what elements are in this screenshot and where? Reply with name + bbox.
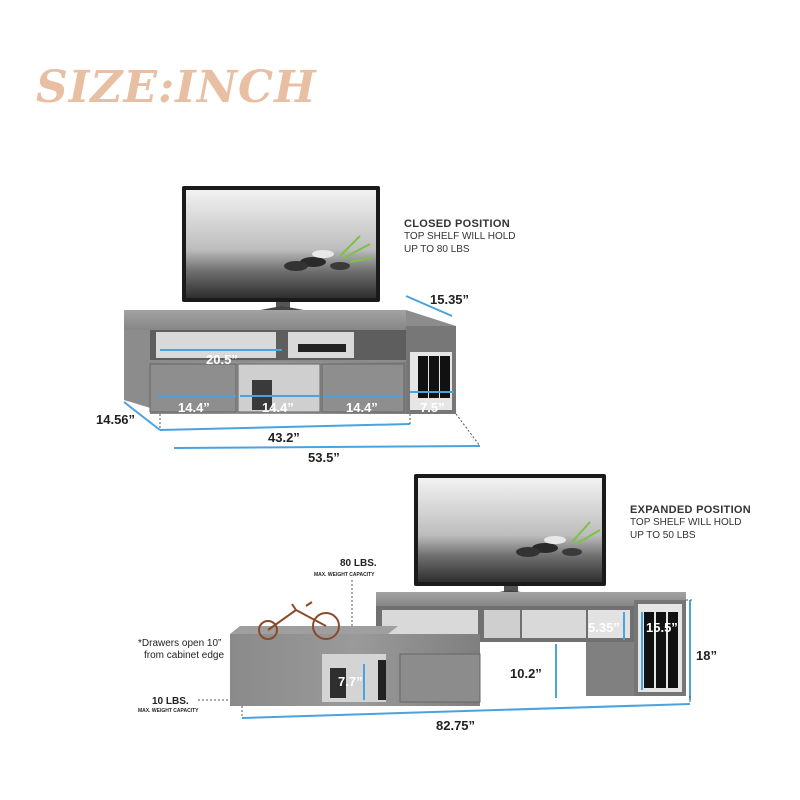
closed-position-line1: TOP SHELF WILL HOLD (404, 231, 516, 242)
expanded-dim-shelf-h2: 15.5” (646, 620, 678, 635)
weight-top-sub: MAX. WEIGHT CAPACITY (314, 572, 375, 578)
closed-position-note: CLOSED POSITION TOP SHELF WILL HOLD UP T… (404, 218, 516, 256)
weight-low-label: 10 LBS. (152, 696, 189, 707)
expanded-position-line2: UP TO 50 LBS (630, 530, 696, 541)
expanded-position-heading: EXPANDED POSITION (630, 504, 752, 516)
size-unit-title: SIZE:INCH (36, 62, 317, 113)
closed-dimension-lines (123, 295, 481, 449)
closed-position-line2: UP TO 80 LBS (404, 244, 470, 255)
closed-dim-drawer-2: 14.4” (262, 400, 294, 415)
expanded-dim-total-height: 18” (696, 648, 717, 663)
closed-dim-depth-top: 15.35” (430, 292, 469, 307)
expanded-dim-total-width: 82.75” (436, 718, 475, 733)
closed-dim-drawer-3: 14.4” (346, 400, 378, 415)
expanded-dim-shelf-h1: 5.35” (588, 620, 620, 635)
weight-low-sub: MAX. WEIGHT CAPACITY (138, 708, 199, 714)
closed-tv (182, 186, 380, 320)
closed-dim-drawer-1: 14.4” (178, 400, 210, 415)
closed-dim-inner-width: 43.2” (268, 430, 300, 445)
expanded-guide-lines (198, 580, 694, 718)
closed-tv-stand (124, 310, 456, 414)
expanded-tv-stand (230, 592, 686, 706)
closed-guide-lines (159, 413, 481, 447)
drawer-note-line2: from cabinet edge (144, 650, 224, 661)
expanded-position-line1: TOP SHELF WILL HOLD (630, 517, 742, 528)
closed-dim-shelf-width: 20.5” (206, 352, 238, 367)
weight-top-label: 80 LBS. (340, 558, 377, 569)
closed-dim-side-shelf: 7.5” (420, 400, 445, 415)
expanded-tv (414, 474, 606, 604)
expanded-dim-cubby-height: 7.7” (338, 674, 363, 689)
drawer-note-line1: *Drawers open 10” (138, 638, 221, 649)
expanded-position-note: EXPANDED POSITION TOP SHELF WILL HOLD UP… (630, 504, 751, 542)
closed-position-heading: CLOSED POSITION (404, 218, 510, 230)
bicycle-decor-icon (258, 601, 340, 640)
closed-dim-depth-side: 14.56” (96, 412, 135, 427)
expanded-dimension-lines (241, 600, 691, 719)
closed-dim-total-width: 53.5” (308, 450, 340, 465)
expanded-dim-gap-height: 10.2” (510, 666, 542, 681)
